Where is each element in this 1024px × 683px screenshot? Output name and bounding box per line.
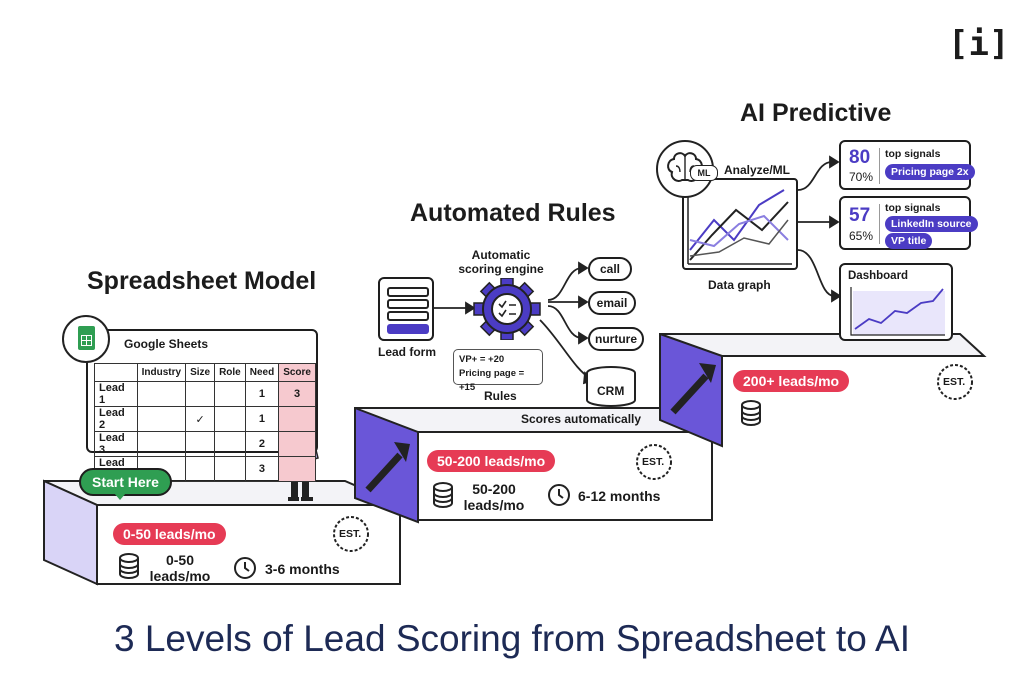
- score-card-1-pct: 70%: [849, 170, 874, 184]
- level-2-duration: 6-12 months: [578, 488, 661, 504]
- start-here-pointer: [114, 493, 126, 500]
- ai-flow-lines: [797, 155, 842, 303]
- score-card-2-signal-1: LinkedIn source: [885, 216, 978, 232]
- scores-automatically-label: Scores automatically: [521, 412, 642, 426]
- rule-1: VP+ = +20: [459, 354, 505, 365]
- level-2-volume-pill: 50-200 leads/mo: [427, 450, 556, 472]
- score-card-2-pct: 65%: [849, 229, 874, 243]
- est-badge-3: [937, 364, 973, 400]
- level-2-volume-text: 50-200 leads/mo: [463, 481, 525, 513]
- sheets-app-label: Google Sheets: [124, 337, 209, 351]
- output-nurture: nurture: [588, 327, 644, 351]
- database-icon: [740, 400, 762, 431]
- spreadsheet-panel: Google Sheets Industry Size Role Need Sc…: [86, 329, 318, 482]
- dashboard-panel: Dashboard: [839, 263, 953, 341]
- data-graph-label: Data graph: [708, 278, 771, 292]
- level-1-volume-text: 0-50 leads/mo: [149, 552, 211, 584]
- riser-1-arrow-shaft: [365, 452, 403, 493]
- page-title: 3 Levels of Lead Scoring from Spreadshee…: [114, 618, 910, 659]
- table-row: Lead 4 3: [94, 456, 316, 482]
- output-call: call: [588, 257, 632, 281]
- riser-1-arrow-head: [394, 442, 410, 462]
- dashboard-chart: [850, 287, 945, 336]
- analyze-label: Analyze/ML: [724, 163, 791, 177]
- table-row: Lead 2 ✓ 1: [94, 406, 316, 432]
- brand-logo: [i]: [948, 24, 1010, 64]
- crm-label: CRM: [597, 384, 625, 398]
- est-badge-1: [333, 516, 369, 552]
- score-card-1-signal: Pricing page 2x: [885, 164, 975, 180]
- table-row: Lead 1 1 3: [94, 381, 316, 407]
- gear-icon: [468, 277, 546, 345]
- rules-box: VP+ = +20 Pricing page = +15: [453, 349, 543, 393]
- clock-icon: [547, 483, 571, 512]
- dashboard-label: Dashboard: [848, 270, 909, 282]
- start-here-badge: Start Here: [79, 468, 172, 496]
- score-card-2-divider: [879, 204, 880, 244]
- score-card-2-label: top signals: [885, 202, 941, 214]
- score-card-1: 80 70% top signals Pricing page 2x: [839, 140, 975, 190]
- google-sheets-icon: [62, 315, 110, 363]
- level-1-title: Spreadsheet Model: [87, 267, 317, 295]
- level-3-volume-pill: 200+ leads/mo: [733, 370, 850, 392]
- est-badge-2: [636, 444, 672, 480]
- database-icon: [432, 482, 454, 513]
- lead-form-label: Lead form: [378, 345, 437, 359]
- engine-label: Automatic scoring engine: [458, 248, 544, 276]
- ml-badge: ML: [690, 165, 718, 181]
- lead-form-icon: [378, 277, 434, 341]
- score-card-2-signal-2: VP title: [885, 233, 933, 249]
- crm-database-icon: [585, 366, 637, 413]
- score-card-2-score: 57: [849, 205, 871, 226]
- lead-table: Industry Size Role Need Score Lead 1 1 3…: [94, 363, 316, 482]
- clock-icon: [233, 556, 257, 585]
- database-icon: [118, 553, 140, 584]
- level-2-est: EST.: [642, 456, 665, 468]
- level-1-volume-pill: 0-50 leads/mo: [113, 523, 226, 545]
- score-card-1-divider: [879, 148, 880, 184]
- score-card-1-label: top signals: [885, 148, 941, 160]
- level-1-duration: 3-6 months: [265, 561, 340, 577]
- output-email: email: [588, 291, 636, 315]
- score-card-2: 57 65% top signals LinkedIn source VP ti…: [839, 196, 978, 250]
- rule-2: Pricing page = +15: [459, 368, 525, 393]
- level-1-est: EST.: [339, 528, 362, 540]
- rules-label: Rules: [484, 389, 517, 403]
- level-3-est: EST.: [943, 376, 966, 388]
- level-3-title: AI Predictive: [740, 99, 892, 127]
- score-card-1-score: 80: [849, 147, 871, 168]
- table-row: Lead 3 2: [94, 431, 316, 457]
- level-2-title: Automated Rules: [410, 199, 616, 227]
